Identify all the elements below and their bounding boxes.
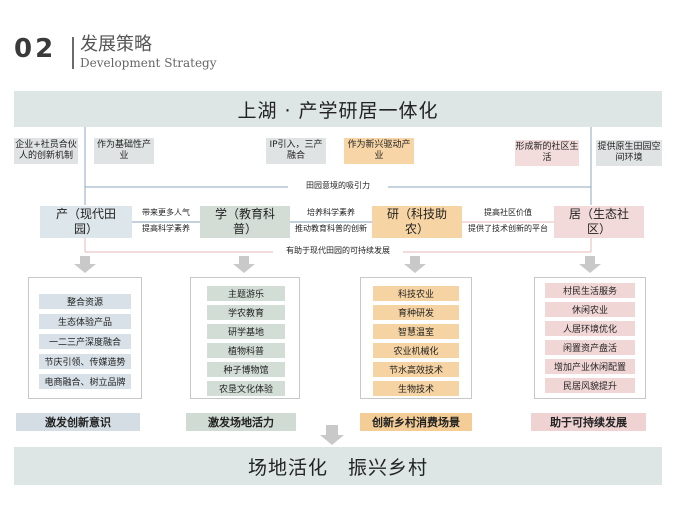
list-item: 育种研发: [373, 305, 459, 320]
list-item: 整合资源: [39, 294, 131, 309]
footer-ju: 助于可持续发展: [531, 413, 646, 431]
tag-innovation-mechanism: 企业+社员合伙人的创新机制: [14, 138, 78, 164]
page-subtitle: Development Strategy: [80, 56, 217, 70]
list-item: 生态体验产品: [39, 314, 131, 329]
link-label-3a: 提高社区价值: [484, 208, 532, 217]
attraction-label: 田园意境的吸引力: [288, 181, 388, 191]
tag-emerging-industry: 作为新兴驱动产业: [344, 138, 414, 164]
list-item: 研学基地: [207, 324, 285, 339]
bottom-banner: 场地活化 振兴乡村: [14, 447, 662, 485]
section-number: 02: [14, 34, 57, 64]
list-item: 植物科普: [207, 343, 285, 358]
column-ju: 村民生活服务 休闲农业 人居环境优化 闲置资产盘活 增加产业休闲配置 民居风貌提…: [534, 277, 646, 399]
tag-basic-industry: 作为基础性产业: [94, 138, 154, 164]
list-item: 学农教育: [207, 305, 285, 320]
node-chan-label: 产（现代田园）: [55, 207, 116, 236]
link-label-1b: 提高科学素养: [142, 224, 190, 233]
list-item: 农垦文化体验: [207, 381, 285, 396]
footer-yan: 创新乡村消费场景: [360, 413, 472, 431]
header-divider: [72, 37, 74, 69]
list-item: 村民生活服务: [545, 283, 635, 298]
list-item: 一二三产深度融合: [39, 334, 131, 349]
column-xue: 主题游乐 学农教育 研学基地 植物科普 种子博物馆 农垦文化体验: [190, 277, 300, 399]
column-chan: 整合资源 生态体验产品 一二三产深度融合 节庆引领、传媒造势 电商融合、树立品牌: [28, 277, 142, 399]
node-yan-label: 研（科技助农）: [386, 207, 447, 236]
list-item: 生物技术: [373, 381, 459, 396]
list-item: 种子博物馆: [207, 362, 285, 377]
node-ju: 居（生态社区）: [554, 206, 644, 238]
tag-new-community: 形成新的社区生活: [515, 140, 579, 166]
list-item: 主题游乐: [207, 286, 285, 301]
node-ju-label: 居（生态社区）: [568, 207, 629, 236]
list-item: 科技农业: [373, 286, 459, 301]
tag-pastoral-space: 提供原生田园空间环境: [596, 140, 662, 166]
node-chan: 产（现代田园）: [40, 206, 132, 238]
column-yan: 科技农业 育种研发 智慧温室 农业机械化 节水高效技术 生物技术: [360, 277, 472, 399]
sustain-label: 有助于现代田园的可持续发展: [273, 246, 403, 256]
top-banner: 上湖 · 产学研居一体化: [14, 91, 662, 127]
list-item: 民居风貌提升: [545, 378, 635, 393]
footer-chan: 激发创新意识: [16, 413, 140, 431]
list-item: 增加产业休闲配置: [545, 359, 635, 374]
list-item: 节庆引领、传媒造势: [39, 354, 131, 369]
list-item: 闲置资产盘活: [545, 340, 635, 355]
page-title: 发展策略: [80, 34, 152, 55]
link-label-2a: 培养科学素养: [307, 208, 355, 217]
list-item: 农业机械化: [373, 343, 459, 358]
node-yan: 研（科技助农）: [372, 206, 462, 238]
node-xue: 学（教育科普）: [200, 206, 290, 238]
tag-ip-intro: IP引入，三产融合: [266, 138, 326, 164]
node-xue-label: 学（教育科普）: [214, 207, 275, 236]
link-label-1a: 带来更多人气: [142, 208, 190, 217]
footer-xue: 激发场地活力: [186, 413, 296, 431]
list-item: 节水高效技术: [373, 362, 459, 377]
list-item: 人居环境优化: [545, 321, 635, 336]
list-item: 休闲农业: [545, 302, 635, 317]
link-label-3b: 提供了技术创新的平台: [468, 224, 548, 233]
list-item: 智慧温室: [373, 324, 459, 339]
list-item: 电商融合、树立品牌: [39, 374, 131, 389]
link-label-2b: 推动教育科普的创新: [295, 224, 367, 233]
